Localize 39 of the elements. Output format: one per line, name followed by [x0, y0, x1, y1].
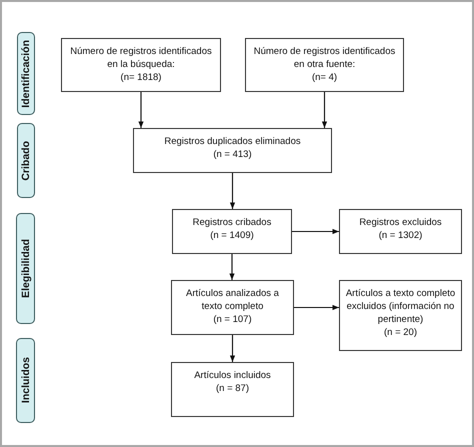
stage-label-box	[17, 32, 35, 115]
stage-label-box	[16, 213, 35, 324]
process-box	[171, 280, 294, 335]
stage-label-box	[17, 123, 35, 198]
arrow	[230, 173, 236, 209]
stage-label-box	[16, 338, 35, 423]
arrow	[229, 254, 235, 280]
arrow	[230, 335, 236, 362]
arrow	[294, 304, 339, 310]
count-text: (n = 1409)	[210, 229, 254, 242]
box-text: Registros cribados	[192, 216, 272, 229]
count-text: (n = 1302)	[378, 229, 422, 242]
box-text: Registros excluidos	[359, 216, 442, 229]
count-text: (n = 107)	[213, 313, 252, 326]
process-box	[171, 362, 294, 417]
box-text: Registros duplicados eliminados	[164, 135, 301, 148]
process-box	[133, 128, 332, 173]
process-box	[61, 38, 221, 92]
count-text: (n= 4)	[312, 71, 338, 84]
box-text: Número de registros identificados en otra fuente:	[252, 45, 396, 71]
box-text: Artículos a texto completo excluidos (información no pertinente)	[344, 287, 456, 326]
process-box	[245, 38, 404, 92]
arrow	[292, 228, 339, 234]
arrow	[322, 92, 328, 128]
process-box	[339, 280, 462, 351]
process-box	[172, 209, 292, 254]
box-text: Número de registros identificados en la búsqueda:	[69, 45, 213, 71]
count-text: (n = 87)	[216, 382, 249, 395]
stage-label: Elegibilidad	[20, 239, 32, 298]
stage-label: Cribado	[20, 140, 32, 180]
count-text: (n= 1818)	[120, 71, 162, 84]
process-box	[339, 209, 462, 254]
count-text: (n = 413)	[213, 148, 252, 161]
arrow	[138, 92, 144, 128]
box-text: Artículos incluidos	[194, 369, 271, 382]
box-text: Artículos analizados a texto completo	[185, 287, 280, 313]
stage-label: Incluidos	[20, 357, 32, 404]
count-text: (n = 20)	[384, 326, 417, 339]
stage-label: Identificación	[20, 40, 32, 108]
